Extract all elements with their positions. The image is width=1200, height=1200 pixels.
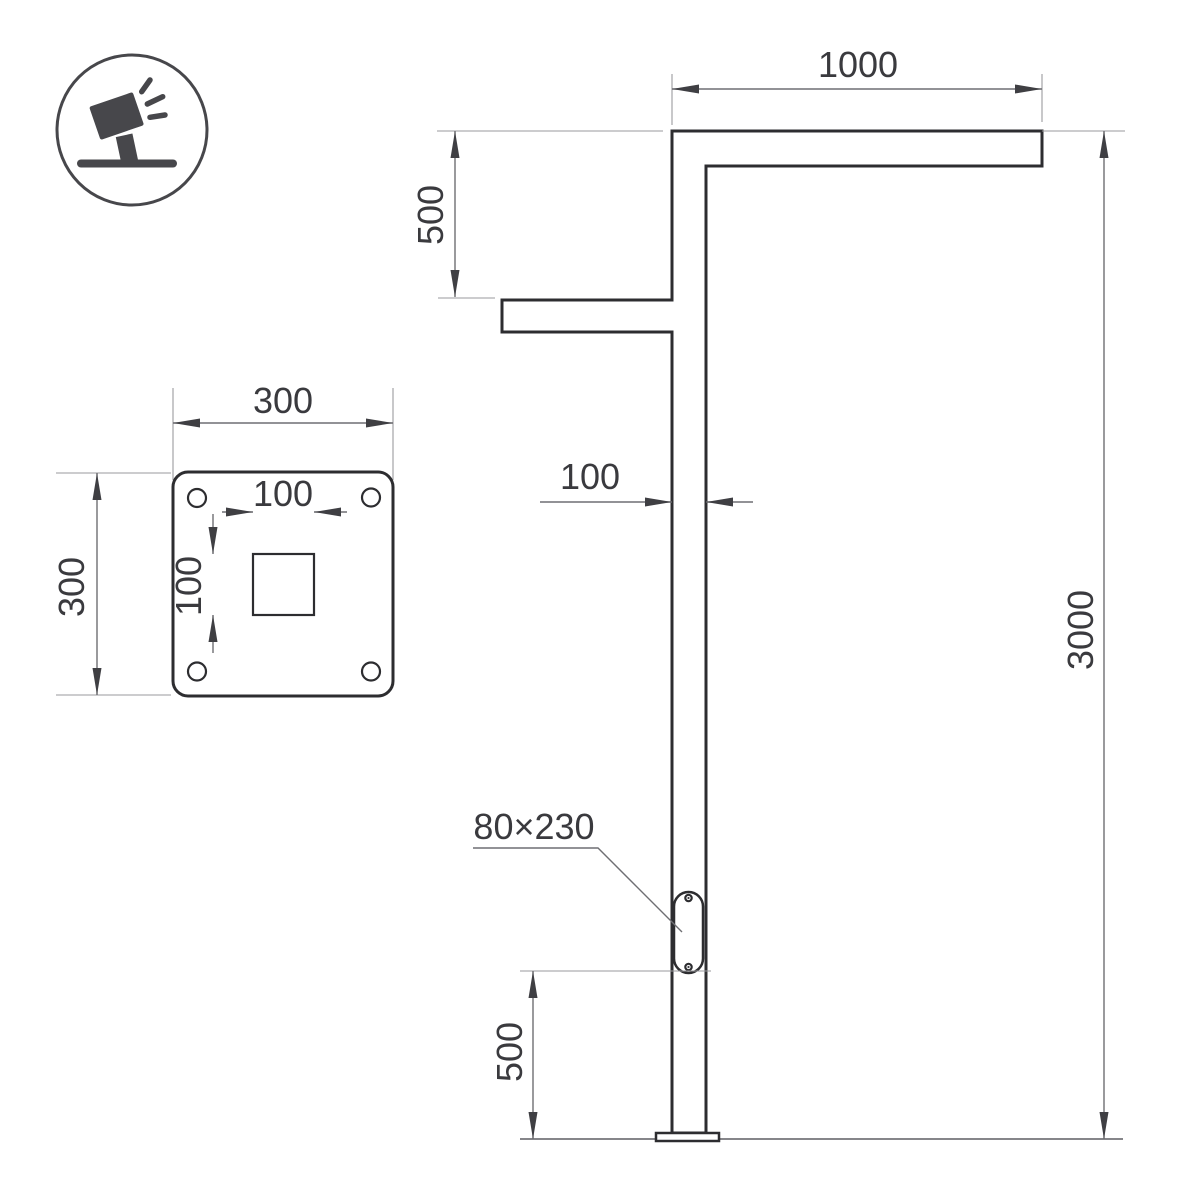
bolt-hole	[360, 661, 382, 682]
plate-square-opening	[251, 552, 316, 617]
pole-elevation-view	[437, 74, 1125, 1143]
door-size-leader	[473, 847, 683, 933]
arm-drop-dimension	[450, 131, 460, 297]
floodlight-icon	[55, 53, 209, 207]
plate-height-dimension	[92, 473, 102, 695]
pole-height-dimension	[1099, 131, 1109, 1139]
dim-label-pole-width: 100	[559, 456, 621, 497]
base-plate-outline	[171, 470, 395, 698]
dim-label-square-height: 100	[168, 555, 209, 617]
base-plate-view	[56, 388, 395, 698]
pole-width-dimension	[540, 497, 753, 507]
dim-label-arm-drop: 500	[410, 184, 451, 246]
dim-label-arm-length: 1000	[817, 44, 899, 85]
arm-length-dimension	[672, 84, 1042, 94]
dim-label-pole-height: 3000	[1060, 589, 1101, 671]
bolt-hole	[360, 487, 382, 508]
light-rays-icon	[138, 77, 168, 121]
square-height-dimension	[208, 514, 218, 653]
dim-label-door-bottom: 500	[489, 1021, 530, 1083]
screw-dot	[687, 896, 690, 900]
dim-label-plate-height: 300	[51, 556, 92, 618]
access-door	[672, 890, 705, 975]
dim-label-plate-width: 300	[252, 380, 314, 421]
base-flange	[654, 1131, 721, 1143]
bolt-hole	[186, 661, 208, 682]
lamp-head	[89, 92, 144, 140]
bolt-hole	[186, 487, 208, 509]
screw-icon	[684, 893, 693, 903]
plate-width-dimension	[173, 418, 393, 428]
lamp-stand	[115, 133, 139, 165]
screw-icon	[684, 962, 693, 972]
bolt-holes	[186, 487, 382, 682]
door-screws	[684, 893, 693, 972]
elevation-extension-lines	[437, 74, 1125, 972]
icon-circle	[55, 53, 209, 207]
dim-label-door-size: 80×230	[473, 806, 595, 847]
door-height-dimension	[528, 971, 538, 1139]
dim-label-square-width: 100	[252, 473, 314, 514]
square-width-dimension	[222, 507, 347, 517]
screw-dot	[687, 965, 690, 969]
pole-outline	[500, 129, 1044, 1135]
